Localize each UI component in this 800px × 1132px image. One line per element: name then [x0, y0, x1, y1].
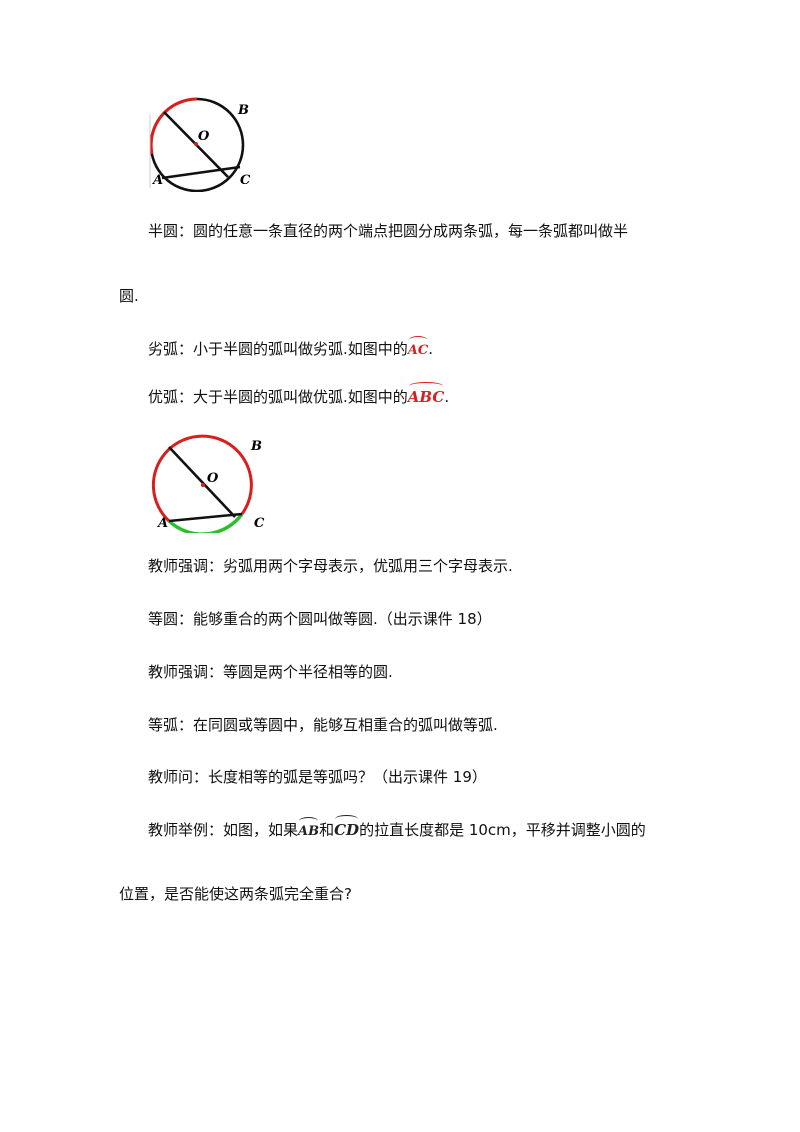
arc-abc-symbol: ABC	[407, 382, 445, 407]
arc-cap	[408, 382, 444, 390]
arc-ac-symbol: AC	[407, 336, 429, 361]
major-arc-red	[151, 434, 253, 523]
label-a: A	[151, 173, 163, 188]
arc-ac-text: AC	[407, 343, 429, 358]
chord-ac	[161, 165, 241, 180]
label-o: O	[198, 129, 210, 144]
circle-figure-1: B O A C	[140, 92, 280, 192]
label-c: C	[254, 516, 265, 531]
label-b: B	[237, 103, 249, 118]
circle-diagram-2: B O A C	[151, 434, 265, 533]
arc-cap	[408, 336, 428, 344]
example-cont: 位置，是否能使这两条弧完全重合?	[119, 885, 352, 903]
label-c: C	[240, 173, 251, 188]
red-arc	[149, 97, 198, 155]
emphasis-arc-notation: 教师强调：劣弧用两个字母表示，优弧用三个字母表示.	[148, 557, 513, 575]
example-prefix: 教师举例：如图，如果	[148, 821, 299, 839]
minor-arc-definition: 劣弧：小于半圆的弧叫做劣弧.如图中的	[148, 340, 408, 358]
label-b: B	[250, 439, 262, 454]
major-arc-definition: 优弧：大于半圆的弧叫做优弧.如图中的	[148, 388, 408, 406]
diameter-line	[168, 446, 236, 518]
major-arc-suffix: .	[444, 388, 450, 406]
semicircle-definition: 半圆：圆的任意一条直径的两个端点把圆分成两条弧，每一条弧都叫做半	[148, 222, 629, 240]
example-suffix: 的拉直长度都是 10cm，平移并调整小圆的	[359, 821, 646, 839]
chord-ac	[168, 512, 243, 523]
arc-cap	[335, 815, 359, 823]
circle-figure-2: B O A C	[145, 433, 285, 533]
arc-abc-text: ABC	[407, 388, 445, 406]
arc-ab-symbol: AB	[298, 817, 320, 842]
circle-diagram-1: B O A C	[149, 97, 251, 192]
arc-ab-text: AB	[298, 824, 320, 839]
arc-cd-symbol: CD	[334, 815, 360, 840]
center-point	[194, 142, 198, 146]
label-a: A	[156, 516, 168, 531]
example-and: 和	[319, 821, 335, 839]
teacher-question: 教师问：长度相等的弧是等弧吗？（出示课件 19）	[148, 768, 487, 786]
emphasis-equal-circles: 教师强调：等圆是两个半径相等的圆.	[148, 663, 393, 681]
arc-cd-text: CD	[334, 821, 360, 839]
minor-arc-green	[167, 512, 244, 533]
arc-cap	[299, 817, 319, 825]
semicircle-definition-cont: 圆.	[119, 287, 139, 305]
equal-arcs-definition: 等弧：在同圆或等圆中，能够互相重合的弧叫做等弧.	[148, 716, 498, 734]
center-point	[201, 483, 205, 487]
equal-circles-definition: 等圆：能够重合的两个圆叫做等圆.（出示课件 18）	[148, 610, 492, 628]
minor-arc-suffix: .	[428, 340, 433, 358]
label-o: O	[207, 471, 219, 486]
